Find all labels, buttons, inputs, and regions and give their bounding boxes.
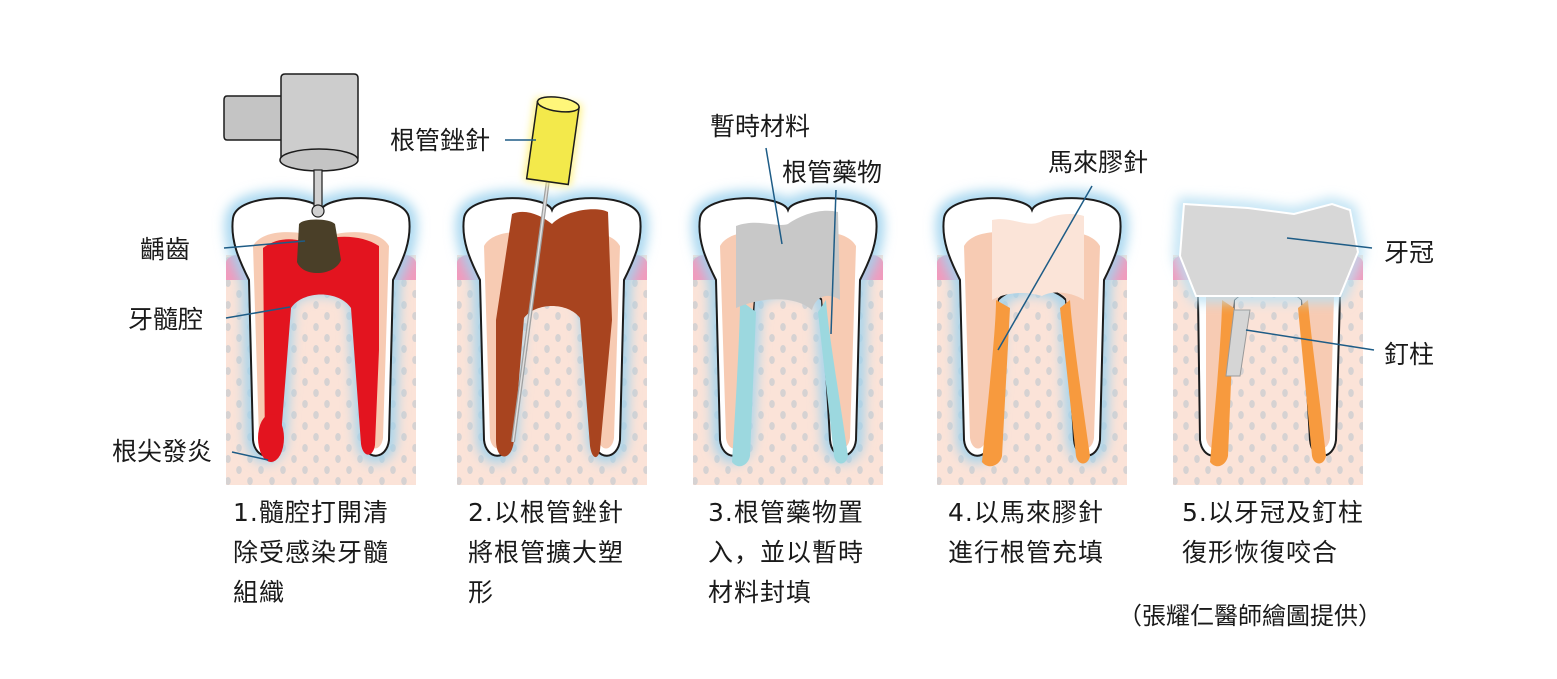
caption-line: 進行根管充填 bbox=[948, 538, 1105, 567]
post bbox=[1225, 309, 1251, 377]
dental-drill bbox=[223, 73, 359, 218]
caption-line: 3.根管藥物置 bbox=[708, 498, 864, 527]
caption-line: 2.以根管銼針 bbox=[468, 498, 624, 527]
label-apical-inflammation: 根尖發炎 bbox=[112, 437, 213, 466]
infected-pulp bbox=[263, 236, 379, 455]
gutta-percha-right bbox=[1060, 300, 1090, 464]
caption-line: 組織 bbox=[233, 578, 286, 607]
panel-4-tooth bbox=[937, 198, 1127, 485]
medication-left bbox=[732, 300, 756, 467]
caption-line: 將根管擴大塑 bbox=[468, 538, 625, 567]
step-1-caption: 1.髓腔打開清 除受感染牙髓 組織 bbox=[233, 493, 389, 613]
panel-3-tooth bbox=[693, 198, 883, 485]
label-temporary-material: 暫時材料 bbox=[710, 112, 811, 141]
leader-lines bbox=[223, 139, 1375, 461]
caption-line: 除受感染牙髓 bbox=[233, 538, 390, 567]
step-2-caption: 2.以根管銼針 將根管擴大塑 形 bbox=[468, 493, 624, 613]
label-crown: 牙冠 bbox=[1384, 238, 1435, 267]
label-root-canal-file: 根管銼針 bbox=[390, 126, 491, 155]
caption-line: 4.以馬來膠針 bbox=[948, 498, 1104, 527]
caption-line: 1.髓腔打開清 bbox=[233, 498, 389, 527]
root-canal-file bbox=[511, 96, 583, 443]
caption-line: 5.以牙冠及釘柱 bbox=[1182, 498, 1364, 527]
step-3-caption: 3.根管藥物置 入，並以暫時 材料封填 bbox=[708, 493, 864, 613]
label-canal-medication: 根管藥物 bbox=[782, 158, 883, 187]
panel-1-tooth bbox=[226, 198, 416, 485]
label-post: 釘柱 bbox=[1384, 340, 1435, 369]
medication-right bbox=[818, 300, 848, 464]
caption-line: 材料封填 bbox=[708, 578, 813, 607]
caption-line: 形 bbox=[468, 578, 495, 607]
crown bbox=[1178, 202, 1360, 297]
caption-line: 入，並以暫時 bbox=[708, 538, 865, 567]
step-5-caption: 5.以牙冠及釘柱 復形恢復咬合 bbox=[1182, 493, 1364, 573]
apical-lesion bbox=[258, 414, 284, 462]
label-gutta-percha: 馬來膠針 bbox=[1048, 148, 1149, 177]
caries-cavity bbox=[297, 219, 341, 274]
restored-crown-filling bbox=[992, 214, 1084, 300]
shaped-canal bbox=[496, 209, 612, 458]
panel-5-tooth bbox=[1173, 197, 1365, 485]
label-pulp-chamber: 牙髓腔 bbox=[128, 305, 204, 334]
panel-2-tooth bbox=[457, 198, 647, 485]
caption-line: 復形恢復咬合 bbox=[1182, 538, 1339, 567]
temporary-filling bbox=[736, 210, 840, 310]
illustration-credit: （張耀仁醫師繪圖提供） bbox=[1118, 602, 1382, 630]
step-4-caption: 4.以馬來膠針 進行根管充填 bbox=[948, 493, 1104, 573]
label-caries: 齲齒 bbox=[140, 235, 191, 264]
